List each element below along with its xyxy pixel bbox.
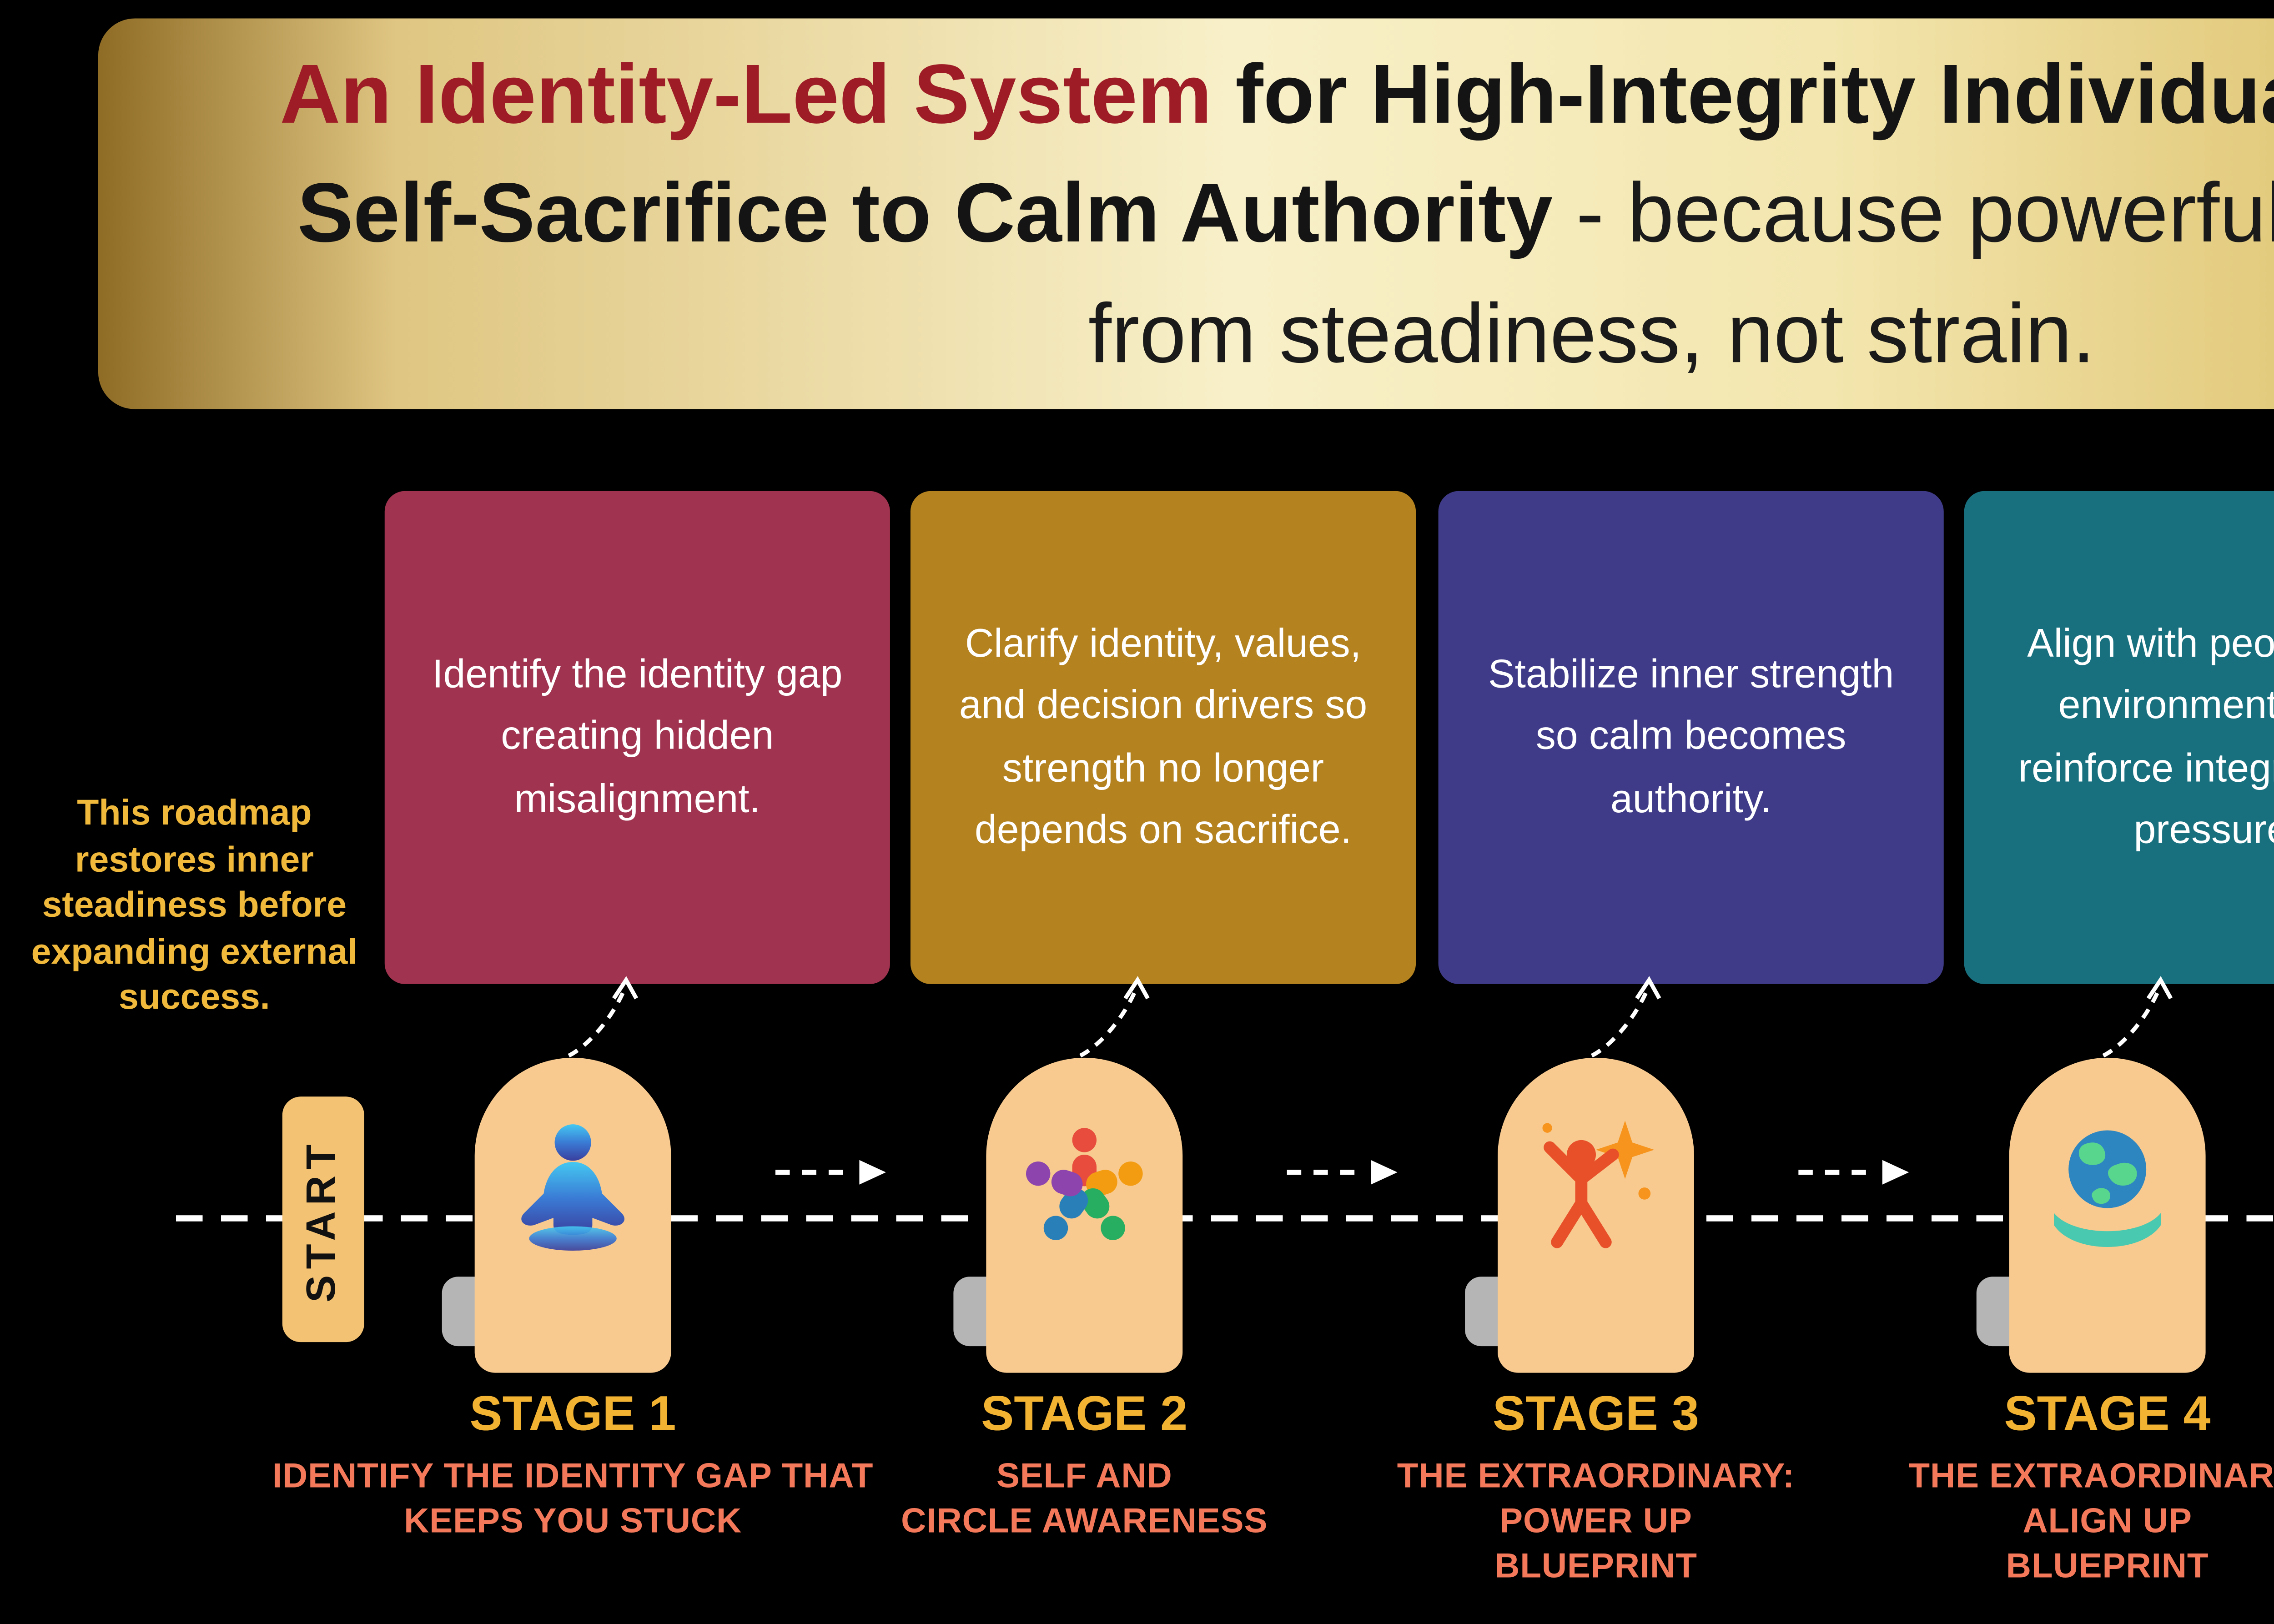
right-arrow [1287,1160,1398,1185]
stage-4-subtitle: THE EXTRAORDINARY: ALIGN UP BLUEPRINT [1908,1457,2274,1586]
title-accent: An Identity-Led System [280,47,1212,142]
stage-4-label: STAGE 4 [2004,1387,2211,1443]
stage-card-4-text: Align with people and environments that … [2018,622,2274,853]
stage-card-4: Align with people and environments that … [1964,491,2274,984]
side-note: This roadmap restores inner steadiness b… [31,791,358,1017]
stage-1-label: STAGE 1 [469,1387,676,1443]
stage-3-label: STAGE 3 [1492,1387,1699,1443]
stage-1-subtitle: IDENTIFY THE IDENTITY GAP THAT KEEPS YOU… [272,1457,874,1541]
globe-hands-icon [2054,1130,2161,1247]
stage-3-arch [1498,1057,1694,1373]
stage-2-label: STAGE 2 [981,1387,1188,1443]
stage-card-1-text: Identify the identity gap creating hidde… [432,653,843,822]
timeline-dashed-line [176,1215,2274,1222]
up-arrow [568,976,639,1058]
page-title: An Identity-Led System for High-Integrit… [98,35,2274,392]
power-up-icon [1542,1121,1655,1248]
title-bold: for High-Integrity Individuals Moving fr… [297,47,2274,261]
start-label: START [300,1137,345,1302]
title-regular: - because powerful decisions come from s… [1088,166,2274,380]
right-arrow [775,1160,886,1185]
start-marker: START [282,1096,364,1342]
right-arrow [1798,1160,1909,1185]
stage-4-arch [2009,1057,2206,1373]
stage-2-subtitle: SELF AND CIRCLE AWARENESS [901,1457,1268,1541]
stage-card-2-text: Clarify identity, values, and decision d… [959,622,1368,853]
stage-4-label-group: STAGE 4 THE EXTRAORDINARY: ALIGN UP BLUE… [1882,1387,2274,1590]
title-banner: An Identity-Led System for High-Integrit… [98,18,2274,409]
up-arrow [2102,976,2173,1058]
stage-2-label-group: STAGE 2 SELF AND CIRCLE AWARENESS [818,1387,1350,1545]
stage-card-3: Stabilize inner strength so calm becomes… [1438,491,1944,984]
stage-2-arch [986,1057,1183,1373]
stage-1-label-group: STAGE 1 IDENTIFY THE IDENTITY GAP THAT K… [225,1387,921,1545]
community-circle-icon [1026,1128,1143,1240]
meditation-icon [521,1124,624,1251]
up-arrow [1079,976,1150,1058]
stage-3-label-group: STAGE 3 THE EXTRAORDINARY: POWER UP BLUE… [1371,1387,1821,1590]
stage-3-subtitle: THE EXTRAORDINARY: POWER UP BLUEPRINT [1397,1457,1795,1586]
up-arrow [1590,976,1661,1058]
stage-card-1: Identify the identity gap creating hidde… [384,491,890,984]
stage-card-3-text: Stabilize inner strength so calm becomes… [1488,653,1894,822]
stage-card-2: Clarify identity, values, and decision d… [910,491,1416,984]
stage-1-arch [474,1057,671,1373]
